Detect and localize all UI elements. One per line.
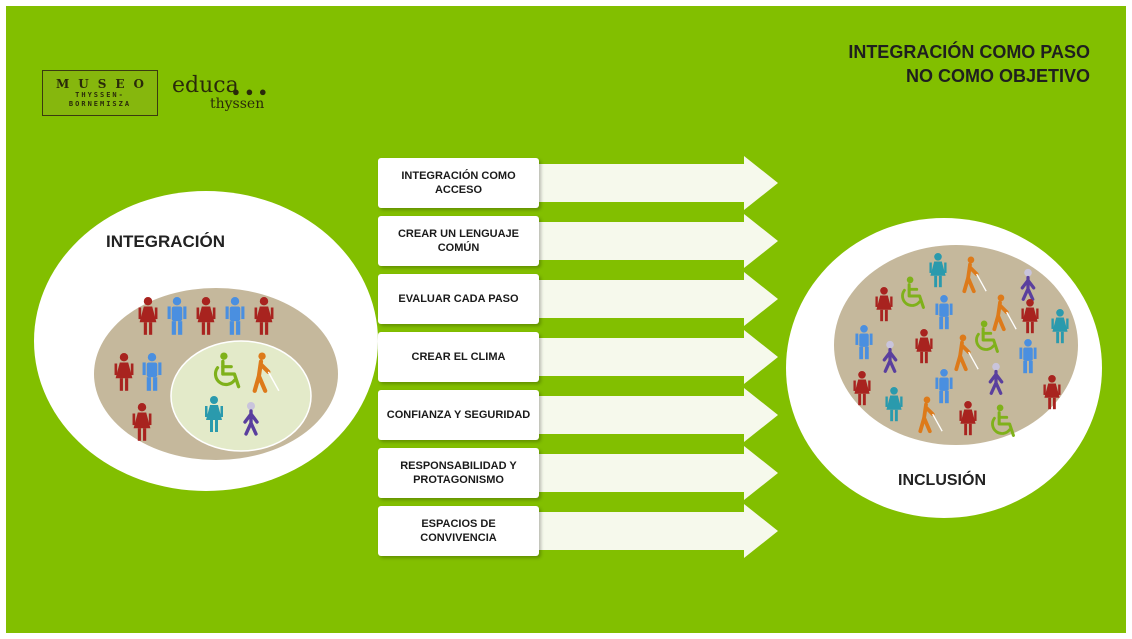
woman-icon — [138, 297, 158, 335]
woman-icon — [875, 287, 893, 322]
arrow-icon — [528, 446, 778, 500]
woman-icon — [959, 401, 977, 436]
woman-icon — [205, 396, 223, 432]
educa-logo-thyssen: thyssen — [210, 96, 265, 112]
blind-icon — [918, 396, 943, 434]
man-icon — [142, 353, 162, 391]
woman-icon — [114, 353, 134, 391]
integration-people-group — [94, 288, 338, 460]
arrow-icon — [528, 388, 778, 442]
inclusion-people-group — [834, 245, 1078, 445]
arrow-icon — [528, 156, 778, 210]
museo-logo-line2: BORNEMISZA — [68, 100, 132, 108]
title-line-2: NO COMO OBJETIVO — [905, 66, 1090, 86]
step-item: INTEGRACIÓN COMO ACCESO — [378, 156, 778, 210]
woman-icon — [885, 387, 903, 422]
step-item: CREAR UN LENGUAJE COMÚN — [378, 214, 778, 268]
inclusion-label: INCLUSIÓN — [898, 472, 986, 489]
arrow-icon — [528, 504, 778, 558]
slide: MUSEO THYSSEN- BORNEMISZA educa ● ● ● th… — [6, 6, 1126, 633]
wheelchair-icon — [901, 276, 925, 309]
child-icon — [988, 362, 1004, 395]
woman-icon — [196, 297, 216, 335]
blind-icon — [962, 256, 987, 294]
man-icon — [935, 295, 953, 330]
steps-list: INTEGRACIÓN COMO ACCESO CREAR UN LENGUAJ… — [378, 156, 778, 566]
woman-icon — [132, 403, 152, 441]
step-label: INTEGRACIÓN COMO ACCESO — [378, 158, 539, 208]
integration-inner-group-disc — [170, 340, 312, 452]
step-item: RESPONSABILIDAD Y PROTAGONISMO — [378, 446, 778, 500]
child-icon — [243, 402, 259, 436]
arrow-icon — [528, 330, 778, 384]
museo-thyssen-logo: MUSEO THYSSEN- BORNEMISZA — [42, 70, 158, 116]
woman-icon — [915, 329, 933, 364]
wheelchair-icon — [991, 404, 1015, 437]
step-label: CONFIANZA Y SEGURIDAD — [378, 390, 539, 440]
woman-icon — [1021, 299, 1039, 334]
man-icon — [1019, 339, 1037, 374]
wheelchair-icon — [213, 352, 241, 389]
educa-thyssen-logo: educa ● ● ● thyssen — [172, 72, 302, 122]
woman-icon — [1051, 309, 1069, 344]
blind-icon — [954, 334, 979, 372]
woman-icon — [929, 253, 947, 288]
integration-label: INTEGRACIÓN — [106, 232, 225, 251]
title-line-1: INTEGRACIÓN COMO PASO — [848, 42, 1090, 62]
step-label: CREAR UN LENGUAJE COMÚN — [378, 216, 539, 266]
step-label: EVALUAR CADA PASO — [378, 274, 539, 324]
museo-logo-word: MUSEO — [55, 77, 153, 91]
educa-logo-dots: ● ● ● — [232, 84, 268, 99]
step-item: CREAR EL CLIMA — [378, 330, 778, 384]
man-icon — [167, 297, 187, 335]
step-item: EVALUAR CADA PASO — [378, 272, 778, 326]
step-label: ESPACIOS DE CONVIVENCIA — [378, 506, 539, 556]
wheelchair-icon — [975, 320, 999, 353]
slide-title: INTEGRACIÓN COMO PASO NO COMO OBJETIVO — [848, 40, 1090, 88]
man-icon — [855, 325, 873, 360]
blind-icon — [992, 294, 1017, 332]
blind-icon — [252, 352, 280, 393]
step-item: ESPACIOS DE CONVIVENCIA — [378, 504, 778, 558]
man-icon — [225, 297, 245, 335]
woman-icon — [853, 371, 871, 406]
woman-icon — [1043, 375, 1061, 410]
inclusion-inner-disc — [834, 245, 1078, 445]
arrow-icon — [528, 272, 778, 326]
museo-logo-line1: THYSSEN- — [75, 91, 125, 99]
woman-icon — [254, 297, 274, 335]
man-icon — [935, 369, 953, 404]
child-icon — [1020, 268, 1036, 301]
educa-logo-word: educa — [172, 73, 239, 98]
arrow-icon — [528, 214, 778, 268]
step-item: CONFIANZA Y SEGURIDAD — [378, 388, 778, 442]
step-label: RESPONSABILIDAD Y PROTAGONISMO — [378, 448, 539, 498]
child-icon — [882, 340, 898, 373]
step-label: CREAR EL CLIMA — [378, 332, 539, 382]
